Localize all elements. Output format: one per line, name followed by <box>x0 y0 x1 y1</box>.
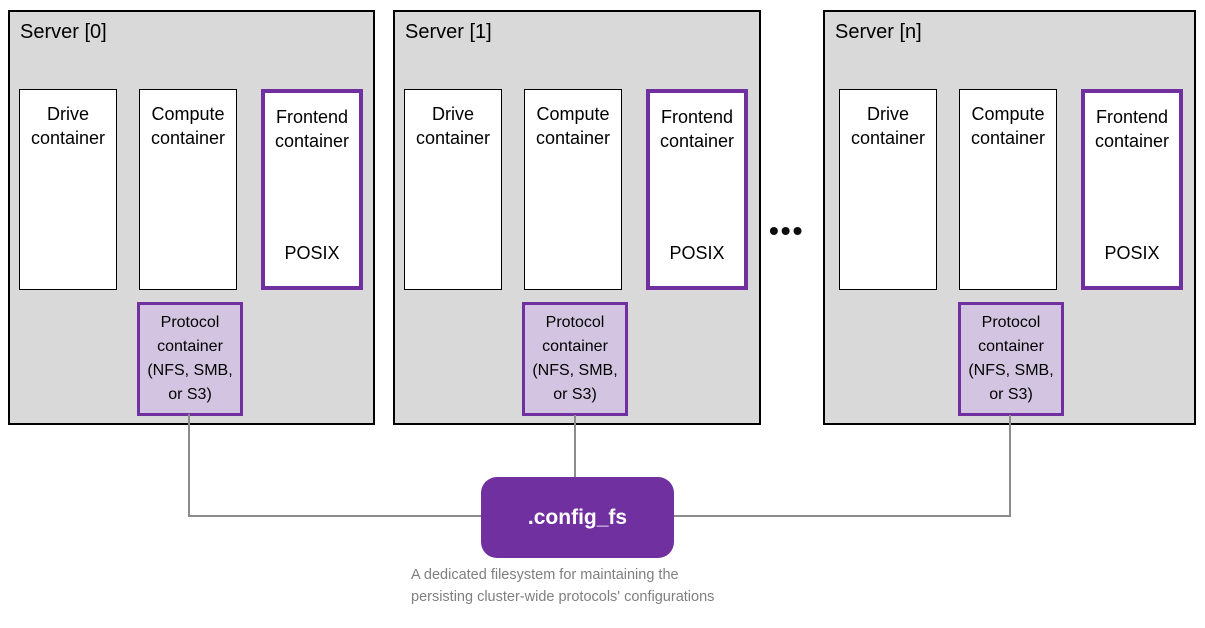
server-n-box: Server [n] Drive container Compute conta… <box>823 10 1196 425</box>
server-0-box: Server [0] Drive container Compute conta… <box>8 10 375 425</box>
posix-label: POSIX <box>1104 243 1160 263</box>
posix-label: POSIX <box>284 243 340 263</box>
server-n-title: Server [n] <box>835 21 922 43</box>
connector-line-servern-vertical <box>1009 415 1011 516</box>
connector-line-server1-vertical <box>574 415 576 478</box>
server-1-protocol-container-box: Protocol container (NFS, SMB, or S3) <box>522 302 628 416</box>
server-0-title: Server [0] <box>20 21 107 43</box>
compute-container-label: Compute container <box>970 104 1046 148</box>
frontend-container-label: Frontend container <box>274 107 350 151</box>
compute-container-label: Compute container <box>535 104 611 148</box>
protocol-container-label: Protocol container (NFS, SMB, or S3) <box>532 314 618 403</box>
server-0-frontend-container-box: Frontend container POSIX <box>261 89 363 290</box>
server-n-protocol-container-box: Protocol container (NFS, SMB, or S3) <box>958 302 1064 416</box>
more-servers-ellipsis-icon: ••• <box>769 215 805 246</box>
frontend-container-label: Frontend container <box>659 107 735 151</box>
server-1-compute-container-box: Compute container <box>524 89 622 290</box>
connector-line-left-horizontal <box>188 515 482 517</box>
server-0-protocol-container-box: Protocol container (NFS, SMB, or S3) <box>137 302 243 416</box>
compute-container-label: Compute container <box>150 104 226 148</box>
config-fs-node: .config_fs <box>481 477 674 558</box>
frontend-container-label: Frontend container <box>1094 107 1170 151</box>
connector-line-server0-vertical <box>188 414 190 516</box>
server-1-drive-container-box: Drive container <box>404 89 502 290</box>
server-1-title: Server [1] <box>405 21 492 43</box>
connector-line-right-horizontal <box>673 515 1011 517</box>
server-n-drive-container-box: Drive container <box>839 89 937 290</box>
protocol-container-label: Protocol container (NFS, SMB, or S3) <box>147 314 233 403</box>
drive-container-label: Drive container <box>850 104 926 148</box>
server-n-compute-container-box: Compute container <box>959 89 1057 290</box>
protocol-container-label: Protocol container (NFS, SMB, or S3) <box>968 314 1054 403</box>
drive-container-label: Drive container <box>30 104 106 148</box>
server-n-frontend-container-box: Frontend container POSIX <box>1081 89 1183 290</box>
drive-container-label: Drive container <box>415 104 491 148</box>
posix-label: POSIX <box>669 243 725 263</box>
server-1-box: Server [1] Drive container Compute conta… <box>393 10 761 425</box>
server-0-compute-container-box: Compute container <box>139 89 237 290</box>
server-0-drive-container-box: Drive container <box>19 89 117 290</box>
config-fs-caption: A dedicated filesystem for maintaining t… <box>411 567 715 605</box>
server-1-frontend-container-box: Frontend container POSIX <box>646 89 748 290</box>
config-fs-label: .config_fs <box>527 505 628 529</box>
